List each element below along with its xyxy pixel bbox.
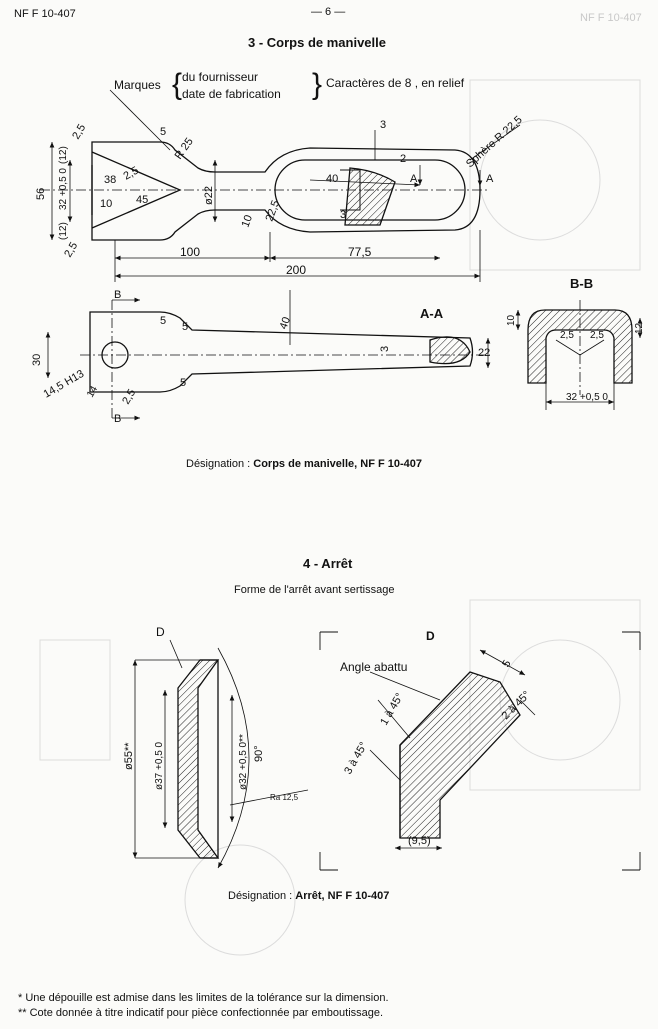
dim-30: 30: [31, 354, 43, 366]
dim-1-a-45: 1 à 45°: [378, 691, 406, 727]
dim-22: 22: [478, 347, 490, 359]
dim-100: 100: [180, 245, 200, 259]
arret-section-view: [177, 659, 220, 859]
section-label-bb: B-B: [570, 276, 593, 291]
label-b-bottom: B: [114, 413, 121, 425]
label-d-left: D: [156, 625, 165, 639]
dim-phi32-tol: ø32 +0,5 0**: [238, 734, 249, 790]
section3-designation: Désignation : Corps de manivelle, NF F 1…: [186, 458, 422, 470]
dim-200: 200: [286, 263, 306, 277]
designation-prefix: Désignation :: [228, 890, 296, 902]
dim-2-5-top: 2,5: [70, 122, 88, 141]
dim-14: 14: [85, 384, 100, 400]
arret-dimension-lines: [132, 639, 309, 869]
label-angle-abattu: Angle abattu: [340, 660, 407, 674]
dim-3-b: 3: [340, 209, 346, 221]
section4-subtitle: Forme de l'arrêt avant sertissage: [234, 584, 395, 596]
marques-fournisseur: du fournisseur: [182, 70, 259, 84]
dim-5-detail: 5: [500, 658, 513, 669]
dim-40-b: 40: [278, 315, 293, 331]
dim-phi22: ø22: [203, 186, 215, 205]
section-label-aa: A-A: [420, 306, 444, 321]
dim-12-a: (12): [58, 146, 69, 164]
dim-3-c: 3: [379, 346, 391, 352]
designation-prefix: Désignation :: [186, 458, 254, 470]
dim-77-5: 77,5: [348, 245, 372, 259]
label-a-arrow-2: A: [486, 173, 494, 185]
detail-d-frame: [319, 631, 641, 871]
dim-10-a: 10: [100, 198, 112, 210]
dim-40: 40: [326, 173, 338, 185]
ghost-show-through: [39, 79, 641, 956]
dim-2-5-d: 2,5: [120, 387, 138, 406]
dim-phi37-tol: ø37 +0,5 0: [154, 741, 165, 790]
section-bb: [527, 309, 633, 384]
dim-5-d: 5: [180, 377, 186, 389]
crank-front-dimension-lines: [45, 290, 491, 421]
header-page-number: — 6 —: [311, 6, 346, 18]
dim-10-b: 10: [240, 213, 255, 229]
dim-2: 2: [400, 153, 406, 165]
dim-9-5: (9,5): [408, 835, 431, 847]
section4-designation: Désignation : Arrêt, NF F 10-407: [228, 890, 389, 902]
section-bb-dimension-lines: [515, 300, 643, 410]
header-ref-right-ghost: NF F 10-407: [580, 12, 642, 24]
dim-3-top: 3: [380, 119, 386, 131]
crank-front-view: [89, 311, 474, 393]
dim-5-b: 5: [160, 315, 166, 327]
dim-5-top: 5: [160, 126, 166, 138]
dim-2-5-c: 2,5: [62, 240, 80, 259]
dim-22-5: 22,5: [264, 199, 283, 223]
dim-38: 38: [104, 174, 116, 186]
marques-label: Marques: [114, 78, 161, 92]
dim-2-5-e: 2,5: [560, 330, 574, 341]
dim-45: 45: [136, 194, 148, 206]
section3-title: 3 - Corps de manivelle: [248, 35, 386, 50]
designation-value: Arrêt, NF F 10-407: [295, 890, 390, 902]
roughness-ra: Ra 12,5: [270, 793, 299, 802]
brace-right-icon: }: [312, 68, 323, 101]
footnote-2: ** Cote donnée à titre indicatif pour pi…: [18, 1007, 384, 1019]
dim-10-c: 10: [506, 314, 517, 326]
header-ref-left: NF F 10-407: [14, 8, 76, 20]
dim-phi55: ø55**: [123, 742, 135, 770]
detail-d-profile: [399, 671, 521, 839]
marques-date: date de fabrication: [182, 87, 281, 101]
dim-2-5-f: 2,5: [590, 330, 604, 341]
dim-12-c: 12: [634, 322, 645, 334]
relief-label: Caractères de 8 , en relief: [326, 76, 465, 90]
footnote-1: * Une dépouille est admise dans les limi…: [18, 992, 389, 1004]
detail-d-dimension-lines: [369, 649, 536, 851]
dim-2-5-b: 2,5: [122, 165, 141, 183]
dim-56: 56: [35, 188, 47, 200]
section4-title: 4 - Arrêt: [303, 556, 353, 571]
dim-sphere: Sphère R 22,5: [464, 114, 525, 170]
dim-12-b: (12): [58, 222, 69, 240]
dim-3-a-45: 3 à 45°: [342, 740, 370, 776]
dim-r25: R 25: [173, 136, 196, 162]
crank-top-view: [91, 141, 481, 241]
label-a-arrow-1: A: [410, 173, 418, 185]
label-b-top: B: [114, 289, 121, 301]
designation-value: Corps de manivelle, NF F 10-407: [253, 458, 422, 470]
dim-90-deg: 90°: [253, 745, 265, 762]
brace-left-icon: {: [172, 68, 183, 101]
dim-32-tol: 32 +0,5 0: [58, 168, 69, 210]
dim-5-c: 5: [182, 321, 188, 333]
crank-top-dimension-lines: [40, 89, 521, 282]
label-d-detail: D: [426, 629, 435, 643]
dim-32-b-tol: 32 +0,5 0: [566, 392, 608, 403]
